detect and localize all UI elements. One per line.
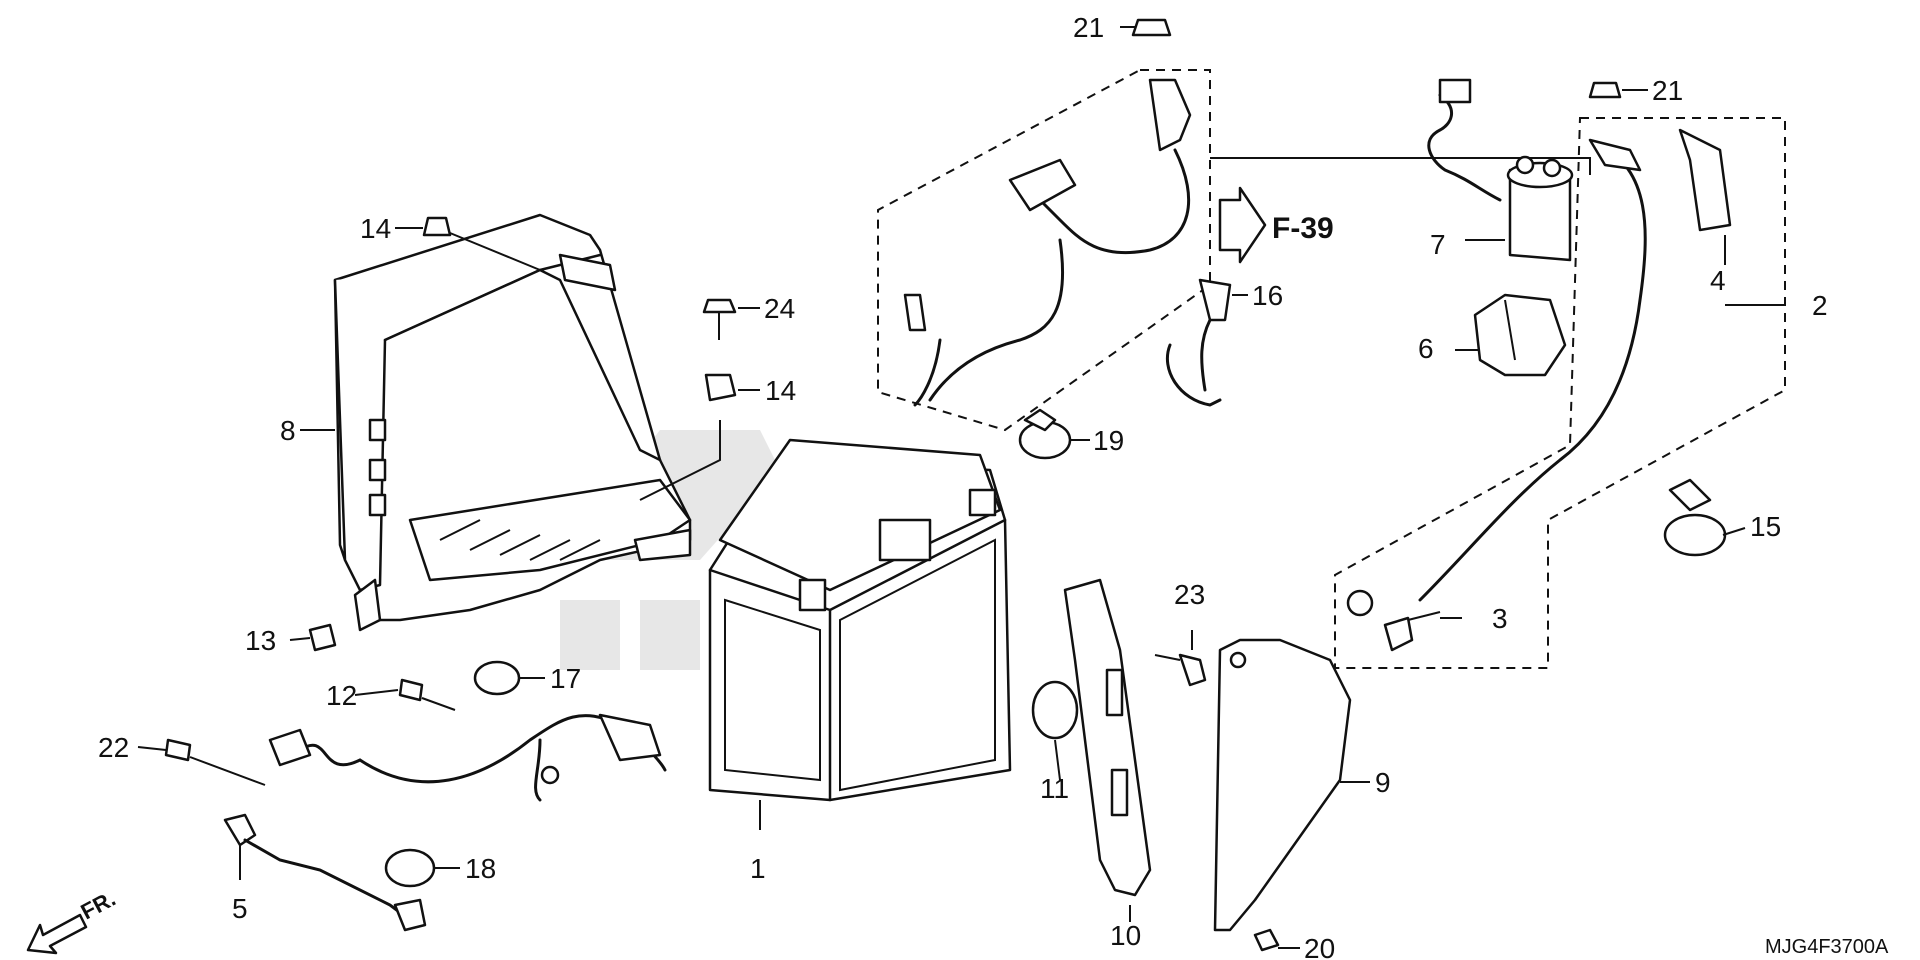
callout-16: 16 [1252,280,1283,311]
band-17 [473,660,521,696]
starter-cable-group [1334,117,1786,669]
band-19 [1018,408,1072,460]
reference-arrow: F-39 [1218,186,1334,264]
callout-11: 11 [1040,773,1069,804]
callout-4: 4 [1710,265,1726,296]
battery-case [333,213,692,632]
callout-1: 1 [750,853,766,884]
callout-19: 19 [1093,425,1124,456]
callout-12: 12 [326,680,357,711]
callout-3: 3 [1492,603,1508,634]
callout-14-top: 14 [360,213,391,244]
leader-lines [137,26,1785,949]
callouts: 1 2 3 4 5 6 7 8 9 10 11 12 13 14 14 15 1… [98,12,1828,960]
callout-14-middle: 14 [765,375,796,406]
callout-15: 15 [1750,511,1781,542]
starter-relay [1427,78,1574,262]
reference-label: F-39 [1272,212,1334,245]
ground-strap [223,813,427,932]
positive-cable-group [877,69,1591,432]
callout-13: 13 [245,625,276,656]
callout-7: 7 [1430,229,1446,260]
battery [708,438,1012,802]
diagram-code: MJG4F3700A [1765,936,1889,958]
callout-10: 10 [1110,920,1141,951]
fasteners [164,18,1622,952]
callout-23: 23 [1174,579,1205,610]
negative-battery-cable [268,713,667,802]
callout-5: 5 [232,893,248,924]
clip-16 [1165,278,1232,407]
callout-24: 24 [764,293,795,324]
callout-18: 18 [465,853,496,884]
relay-cover [1473,293,1567,377]
band-18 [384,848,436,888]
battery-holder-bracket [1063,578,1152,897]
callout-8: 8 [280,415,296,446]
callout-20: 20 [1304,933,1335,960]
callout-21-right: 21 [1652,75,1683,106]
cushion-11 [1031,680,1079,740]
callout-6: 6 [1418,333,1434,364]
front-direction-arrow: FR. [26,886,120,955]
callout-17: 17 [550,663,581,694]
callout-9: 9 [1375,767,1391,798]
callout-22: 22 [98,732,129,763]
callout-21-top: 21 [1073,12,1104,43]
clamp-15 [1663,478,1727,557]
cover-plate-9 [1213,638,1352,932]
callout-2: 2 [1812,290,1828,321]
